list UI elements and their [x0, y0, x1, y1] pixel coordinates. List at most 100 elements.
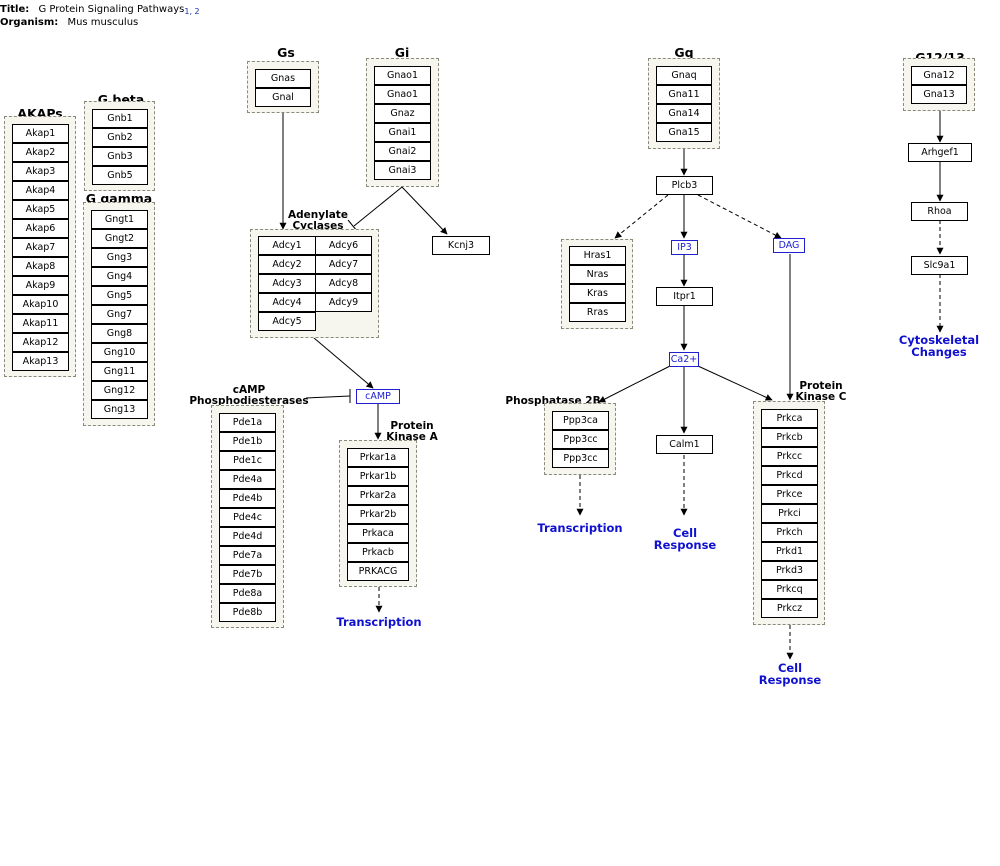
- gene-akap4[interactable]: Akap4: [12, 181, 69, 200]
- gene-akap6[interactable]: Akap6: [12, 219, 69, 238]
- gene-gna14[interactable]: Gna14: [656, 104, 712, 123]
- gene-slc9a1[interactable]: Slc9a1: [911, 256, 968, 275]
- gene-gna15[interactable]: Gna15: [656, 123, 712, 142]
- metabolite-camp[interactable]: cAMP: [356, 389, 400, 404]
- gene-adcy7[interactable]: Adcy7: [315, 255, 372, 274]
- gene-gnb1[interactable]: Gnb1: [92, 109, 148, 128]
- gene-gng11[interactable]: Gng11: [91, 362, 148, 381]
- gene-gna11[interactable]: Gna11: [656, 85, 712, 104]
- gene-plcb3[interactable]: Plcb3: [656, 176, 713, 195]
- gene-prkcz[interactable]: Prkcz: [761, 599, 818, 618]
- gene-gng7[interactable]: Gng7: [91, 305, 148, 324]
- gene-akap8[interactable]: Akap8: [12, 257, 69, 276]
- gene-akap7[interactable]: Akap7: [12, 238, 69, 257]
- gene-ppp3cc[interactable]: Ppp3cc: [552, 449, 609, 468]
- gene-pde4b[interactable]: Pde4b: [219, 489, 276, 508]
- gene-gng12[interactable]: Gng12: [91, 381, 148, 400]
- gene-prkar2a[interactable]: Prkar2a: [347, 486, 409, 505]
- gene-nras[interactable]: Nras: [569, 265, 626, 284]
- gene-gng13[interactable]: Gng13: [91, 400, 148, 419]
- gene-adcy6[interactable]: Adcy6: [315, 236, 372, 255]
- metabolite-dag[interactable]: DAG: [773, 238, 805, 253]
- gene-prkcq[interactable]: Prkcq: [761, 580, 818, 599]
- gene-akap3[interactable]: Akap3: [12, 162, 69, 181]
- gene-arhgef1[interactable]: Arhgef1: [908, 143, 972, 162]
- gene-gng4[interactable]: Gng4: [91, 267, 148, 286]
- gene-gnas[interactable]: Gnas: [255, 69, 311, 88]
- gene-prkcb[interactable]: Prkcb: [761, 428, 818, 447]
- metabolite-ca2[interactable]: Ca2+: [669, 352, 699, 367]
- gene-akap12[interactable]: Akap12: [12, 333, 69, 352]
- gene-akap11[interactable]: Akap11: [12, 314, 69, 333]
- gene-gnai1[interactable]: Gnai1: [374, 123, 431, 142]
- gene-prkacg[interactable]: PRKACG: [347, 562, 409, 581]
- gene-gng8[interactable]: Gng8: [91, 324, 148, 343]
- gene-ppp3ca[interactable]: Ppp3ca: [552, 411, 609, 430]
- gene-akap13[interactable]: Akap13: [12, 352, 69, 371]
- gene-adcy3[interactable]: Adcy3: [258, 274, 316, 293]
- gene-gnb5[interactable]: Gnb5: [92, 166, 148, 185]
- gene-adcy4[interactable]: Adcy4: [258, 293, 316, 312]
- gene-pde4a[interactable]: Pde4a: [219, 470, 276, 489]
- gene-prkd3[interactable]: Prkd3: [761, 561, 818, 580]
- gene-gng3[interactable]: Gng3: [91, 248, 148, 267]
- gene-gnai3[interactable]: Gnai3: [374, 161, 431, 180]
- gene-gngt2[interactable]: Gngt2: [91, 229, 148, 248]
- gene-gnb3[interactable]: Gnb3: [92, 147, 148, 166]
- gene-pde4c[interactable]: Pde4c: [219, 508, 276, 527]
- gene-pde7b[interactable]: Pde7b: [219, 565, 276, 584]
- gene-rhoa[interactable]: Rhoa: [911, 202, 968, 221]
- gene-gnao1[interactable]: Gnao1: [374, 66, 431, 85]
- gene-adcy8[interactable]: Adcy8: [315, 274, 372, 293]
- gene-prkar1b[interactable]: Prkar1b: [347, 467, 409, 486]
- gene-prkcd[interactable]: Prkcd: [761, 466, 818, 485]
- gene-prkch[interactable]: Prkch: [761, 523, 818, 542]
- gene-gnal[interactable]: Gnal: [255, 88, 311, 107]
- gene-kras[interactable]: Kras: [569, 284, 626, 303]
- gene-rras[interactable]: Rras: [569, 303, 626, 322]
- gene-prkd1[interactable]: Prkd1: [761, 542, 818, 561]
- gene-akap1[interactable]: Akap1: [12, 124, 69, 143]
- gene-gnai2[interactable]: Gnai2: [374, 142, 431, 161]
- gene-pde1c[interactable]: Pde1c: [219, 451, 276, 470]
- gene-akap2[interactable]: Akap2: [12, 143, 69, 162]
- gene-pde8a[interactable]: Pde8a: [219, 584, 276, 603]
- literature-refs[interactable]: 1, 2: [184, 7, 200, 16]
- gene-prkca[interactable]: Prkca: [761, 409, 818, 428]
- gene-prkce[interactable]: Prkce: [761, 485, 818, 504]
- gene-prkacb[interactable]: Prkacb: [347, 543, 409, 562]
- gene-adcy2[interactable]: Adcy2: [258, 255, 316, 274]
- gene-adcy1[interactable]: Adcy1: [258, 236, 316, 255]
- gene-ppp3cc[interactable]: Ppp3cc: [552, 430, 609, 449]
- gene-akap9[interactable]: Akap9: [12, 276, 69, 295]
- gene-gnao1[interactable]: Gnao1: [374, 85, 431, 104]
- gene-pde1b[interactable]: Pde1b: [219, 432, 276, 451]
- gene-pde4d[interactable]: Pde4d: [219, 527, 276, 546]
- gene-gng10[interactable]: Gng10: [91, 343, 148, 362]
- gene-prkci[interactable]: Prkci: [761, 504, 818, 523]
- outcome-transcription-pka: Transcription: [336, 615, 422, 629]
- gene-akap5[interactable]: Akap5: [12, 200, 69, 219]
- gene-prkaca[interactable]: Prkaca: [347, 524, 409, 543]
- gene-adcy5[interactable]: Adcy5: [258, 312, 316, 331]
- gene-gngt1[interactable]: Gngt1: [91, 210, 148, 229]
- gene-kcnj3[interactable]: Kcnj3: [432, 236, 490, 255]
- metabolite-ip3[interactable]: IP3: [671, 240, 698, 255]
- gene-gng5[interactable]: Gng5: [91, 286, 148, 305]
- gene-gna12[interactable]: Gna12: [911, 66, 967, 85]
- gene-hras1[interactable]: Hras1: [569, 246, 626, 265]
- gene-akap10[interactable]: Akap10: [12, 295, 69, 314]
- gene-prkar2b[interactable]: Prkar2b: [347, 505, 409, 524]
- gene-prkcc[interactable]: Prkcc: [761, 447, 818, 466]
- gene-gnaz[interactable]: Gnaz: [374, 104, 431, 123]
- gene-calm1[interactable]: Calm1: [656, 435, 713, 454]
- gene-gnaq[interactable]: Gnaq: [656, 66, 712, 85]
- gene-gnb2[interactable]: Gnb2: [92, 128, 148, 147]
- gene-prkar1a[interactable]: Prkar1a: [347, 448, 409, 467]
- gene-pde8b[interactable]: Pde8b: [219, 603, 276, 622]
- gene-adcy9[interactable]: Adcy9: [315, 293, 372, 312]
- gene-pde1a[interactable]: Pde1a: [219, 413, 276, 432]
- gene-itpr1[interactable]: Itpr1: [656, 287, 713, 306]
- gene-pde7a[interactable]: Pde7a: [219, 546, 276, 565]
- gene-gna13[interactable]: Gna13: [911, 85, 967, 104]
